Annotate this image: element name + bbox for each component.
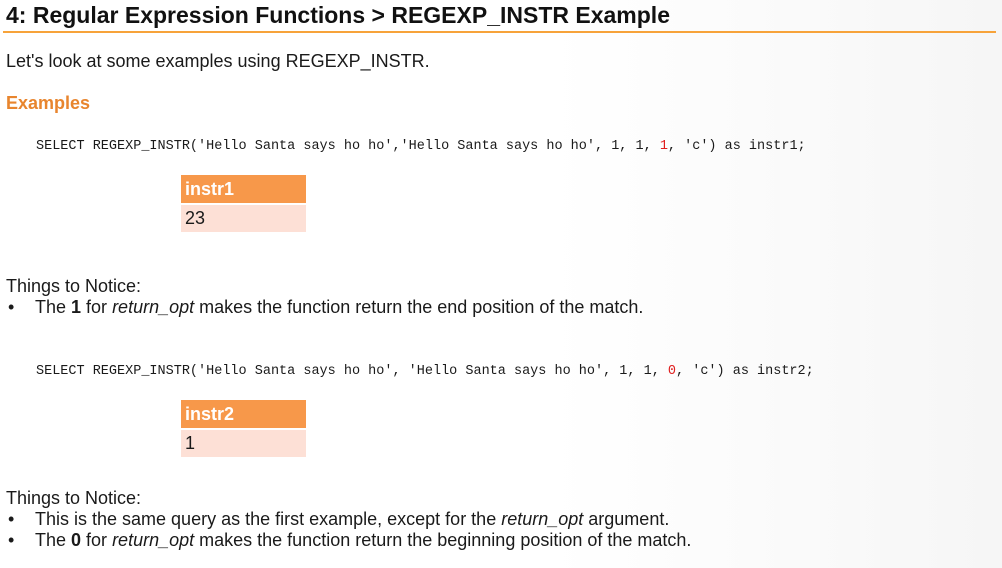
list-item: • The 1 for return_opt makes the function… xyxy=(6,297,643,318)
bullet-icon: • xyxy=(8,297,15,317)
result-table-2-value: 1 xyxy=(181,429,306,457)
sql-example-2-before: SELECT REGEXP_INSTR('Hello Santa says ho… xyxy=(36,364,668,379)
notice-text: The xyxy=(35,297,72,317)
notice-italic: return_opt xyxy=(112,530,195,550)
notice-list-2: • This is the same query as the first exa… xyxy=(6,509,691,551)
result-table-2: instr2 1 xyxy=(181,400,306,457)
sql-example-2-after: , 'c') as instr2; xyxy=(676,364,814,379)
sql-example-2-highlight: 0 xyxy=(667,364,677,379)
sql-example-1-after: , 'c') as instr1; xyxy=(667,139,806,154)
notice-list-1: • The 1 for return_opt makes the function… xyxy=(6,297,643,318)
result-table-2-header: instr2 xyxy=(181,400,306,430)
notice-text: for xyxy=(81,297,113,317)
result-table-1-value: 23 xyxy=(181,204,306,232)
title-underline xyxy=(3,31,996,33)
sql-example-1-highlight: 1 xyxy=(659,139,668,154)
sql-example-1-before: SELECT REGEXP_INSTR('Hello Santa says ho… xyxy=(36,139,660,154)
notice-text: The xyxy=(35,530,72,550)
notice-text: This is the same query as the first exam… xyxy=(35,509,502,529)
list-item: • This is the same query as the first exa… xyxy=(6,509,691,530)
things-to-notice-label-2: Things to Notice: xyxy=(6,488,142,508)
list-item: • The 0 for return_opt makes the function… xyxy=(6,530,691,551)
result-table-1: instr1 23 xyxy=(181,175,306,232)
table-row: 1 xyxy=(181,429,306,457)
table-row: 23 xyxy=(181,204,306,232)
notice-italic: return_opt xyxy=(501,509,584,529)
notice-text: makes the function return the end positi… xyxy=(194,297,644,317)
intro-text: Let's look at some examples using REGEXP… xyxy=(6,51,430,71)
examples-heading: Examples xyxy=(6,93,91,113)
bullet-icon: • xyxy=(8,530,15,550)
sql-example-1: SELECT REGEXP_INSTR('Hello Santa says ho… xyxy=(36,138,806,156)
notice-bold: 0 xyxy=(71,530,82,550)
result-table-2-header-row: instr2 xyxy=(181,400,306,430)
notice-bold: 1 xyxy=(71,297,82,317)
notice-text: makes the function return the beginning … xyxy=(194,530,692,550)
sql-example-2: SELECT REGEXP_INSTR('Hello Santa says ho… xyxy=(36,363,814,381)
result-table-1-header-row: instr1 xyxy=(181,175,306,205)
notice-text: for xyxy=(81,530,113,550)
bullet-icon: • xyxy=(8,509,15,529)
notice-text: argument. xyxy=(583,509,670,529)
result-table-1-header: instr1 xyxy=(181,175,306,205)
page-title: 4: Regular Expression Functions > REGEXP… xyxy=(6,2,670,28)
notice-italic: return_opt xyxy=(112,297,195,317)
things-to-notice-label-1: Things to Notice: xyxy=(6,276,142,296)
